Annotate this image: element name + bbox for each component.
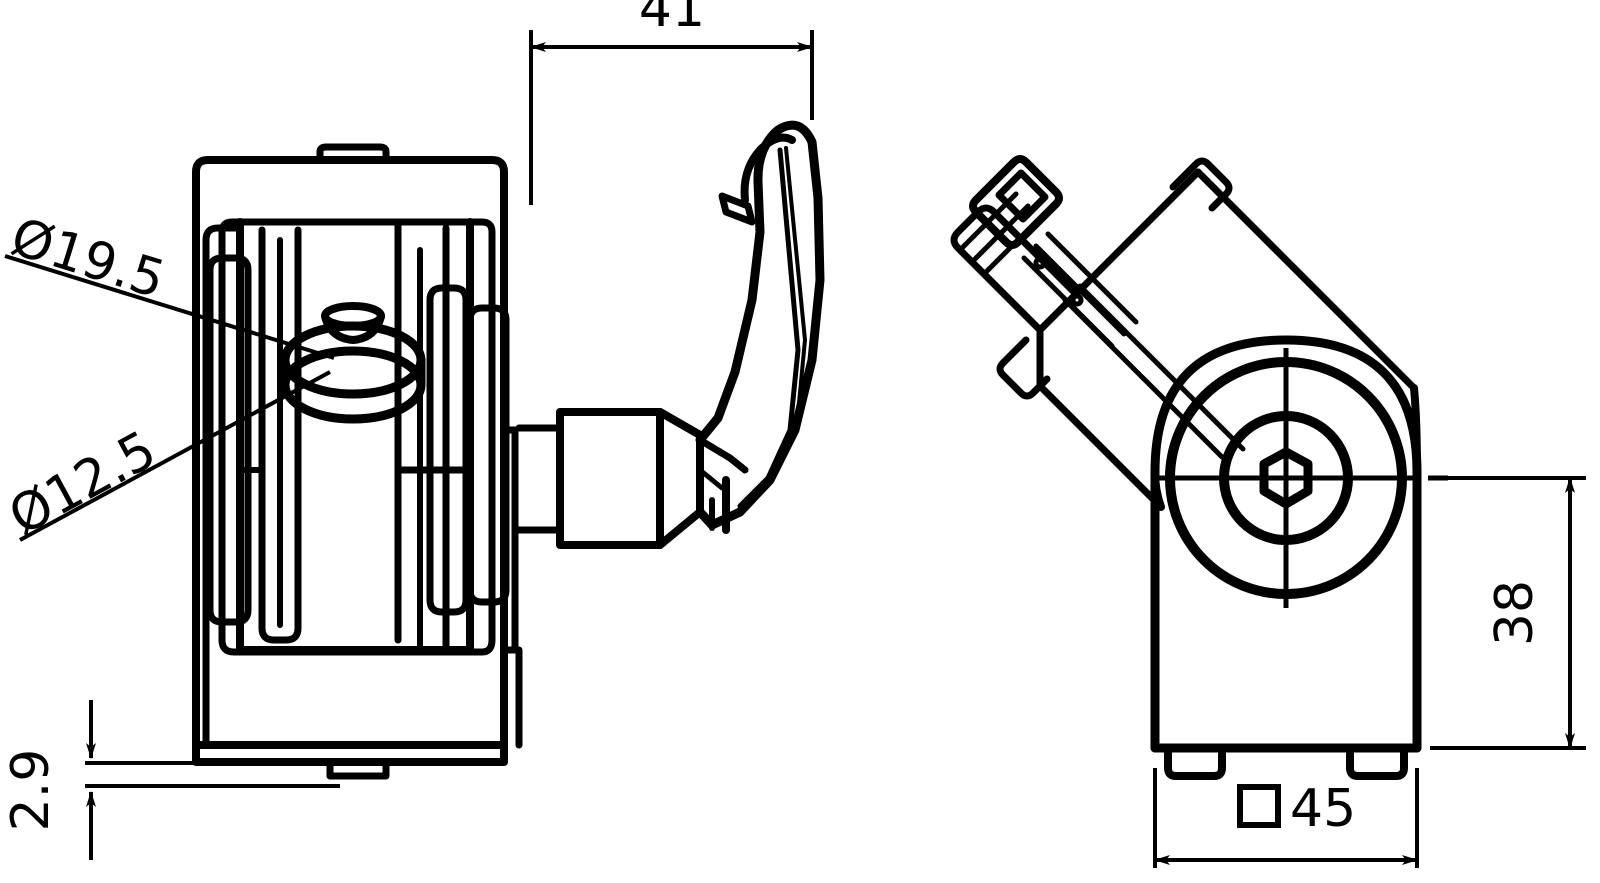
front-view [192,120,825,780]
hub-centerlines [1158,348,1448,608]
dimension-dia-12-5 [19,370,331,542]
arm-rail-c [1045,231,1139,325]
foot-plate [192,741,508,766]
arm-body-blend [1151,468,1165,511]
housing-outer-outline [192,156,508,749]
arm-body-blend-right [1410,384,1421,476]
dimension-width-41 [529,30,814,205]
rib-left [258,226,302,644]
tslot-window-outer [969,155,1063,249]
dimension-label-38: 38 [1485,580,1545,646]
dimension-label-45: 45 [1290,779,1356,839]
clamp-lever-outline [695,120,825,530]
arm-inner-line-b [1077,283,1246,452]
dimension-thickness-2-9 [85,700,340,860]
arm-rail-a [1021,255,1115,349]
dimension-dia-19-5 [4,254,335,360]
angled-arm [950,155,1418,511]
boss-right-outer [466,304,510,606]
dimension-label-2-9: 2.9 [1,749,61,832]
lever-notch [718,192,756,226]
bore-inner-seat [321,312,385,344]
spigot-bevel-top [656,408,704,439]
inner-channel-bottom [218,636,496,656]
pin-mark-a [1070,293,1084,307]
arched-body-outline [1150,335,1422,753]
lever-pivot-edge [696,436,749,474]
body-right-lower [500,646,523,749]
arm-lug-bottom [996,336,1051,400]
tslot-head-outline [950,204,1080,334]
arm-edge-top [1194,168,1418,392]
square-symbol-icon [1237,784,1281,828]
leader-line [4,254,335,360]
boss-left [206,254,252,626]
pin-mark-b [1033,256,1047,270]
boss-right [426,284,470,616]
arm-lug-top [1169,157,1233,212]
lever-inner-edge-2 [773,146,807,476]
dimension-height-38 [1430,476,1586,750]
base-foot-left [1164,744,1226,780]
base-foot-right [1346,744,1408,780]
arm-edge-lower-left [1036,382,1165,511]
tslot-window-inner [995,169,1049,223]
dimension-label-41: 41 [639,0,705,39]
top-tab [316,143,390,164]
lever-inner-edge [737,147,801,509]
leader-line [19,370,331,542]
arm-rail-b [1033,243,1127,337]
lever-inner-nose [740,133,796,204]
foot-tab [326,758,390,780]
dimension-square-45 [1153,768,1419,868]
lever-pivot-edge-2 [697,467,725,491]
